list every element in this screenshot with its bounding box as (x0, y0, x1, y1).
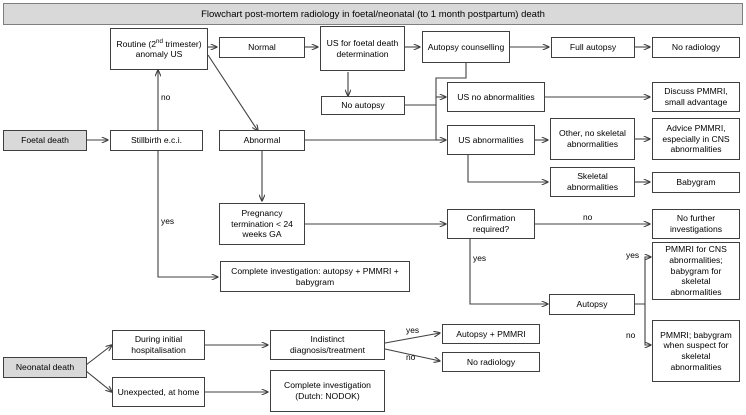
node-no-radiology-bottom[interactable]: No radiology (442, 352, 540, 372)
node-pregnancy-termination[interactable]: Pregnancy termination < 24 weeks GA (219, 203, 305, 245)
node-label: Routine (2nd trimester) anomaly US (116, 37, 202, 60)
node-indistinct-diagnosis[interactable]: Indistinct diagnosis/treatment (270, 330, 385, 360)
node-abnormal[interactable]: Abnormal (219, 130, 305, 151)
node-us-no-abnormalities[interactable]: US no abnormalities (447, 82, 545, 112)
edge-label-yes-autopsy: yes (626, 250, 640, 260)
edge-label-yes-indistinct: yes (406, 325, 420, 335)
node-neonatal-death[interactable]: Neonatal death (3, 357, 87, 378)
node-autopsy[interactable]: Autopsy (549, 294, 635, 315)
node-autopsy-counselling[interactable]: Autopsy counselling (422, 31, 510, 63)
edge-label-no-confirmation: no (583, 212, 593, 222)
node-us-abnormalities[interactable]: US abnormalities (447, 125, 535, 155)
node-stillbirth-eci[interactable]: Stillbirth e.c.i. (110, 130, 203, 151)
node-pmmri-babygram-suspect[interactable]: PMMRI; babygram when suspect for skeleta… (652, 320, 740, 382)
node-foetal-death[interactable]: Foetal death (3, 130, 87, 151)
node-discuss-pmmri[interactable]: Discuss PMMRI, small advantage (652, 82, 740, 112)
node-pmmri-cns[interactable]: PMMRI for CNS abnormalities; babygram fo… (652, 242, 740, 300)
page-title: Flowchart post-mortem radiology in foeta… (3, 3, 743, 25)
node-advice-pmmri[interactable]: Advice PMMRI, especially in CNS abnormal… (652, 118, 740, 160)
edge-label-yes-confirmation: yes (473, 253, 487, 263)
node-routine-anomaly-us[interactable]: Routine (2nd trimester) anomaly US (110, 28, 208, 70)
edge-label-no-stillbirth: no (161, 92, 171, 102)
node-no-radiology-top[interactable]: No radiology (652, 37, 740, 58)
edge-label-no-indistinct: no (406, 352, 416, 362)
node-normal[interactable]: Normal (219, 37, 305, 58)
node-autopsy-pmmri[interactable]: Autopsy + PMMRI (442, 324, 540, 344)
node-us-foetal-death-determination[interactable]: US for foetal death determination (320, 26, 405, 71)
node-confirmation-required[interactable]: Confirmation required? (447, 209, 535, 239)
node-skeletal-abnormalities[interactable]: Skeletal abnormalities (550, 167, 635, 197)
node-during-initial-hospitalisation[interactable]: During initial hospitalisation (112, 330, 205, 360)
node-other-no-skeletal-abnormalities[interactable]: Other, no skeletal abnormalities (550, 118, 635, 160)
node-complete-investigation-nodok[interactable]: Complete investigation (Dutch: NODOK) (270, 370, 385, 412)
node-babygram[interactable]: Babygram (652, 172, 740, 193)
node-full-autopsy[interactable]: Full autopsy (551, 37, 635, 58)
edge-label-no-autopsy-branch: no (626, 330, 636, 340)
node-no-further-investigations[interactable]: No further investigations (652, 209, 740, 239)
node-no-autopsy[interactable]: No autopsy (321, 96, 405, 115)
node-complete-investigation-autopsy[interactable]: Complete investigation: autopsy + PMMRI … (220, 261, 410, 292)
node-unexpected-at-home[interactable]: Unexpected, at home (112, 377, 205, 407)
edge-label-yes-complete-investigation: yes (161, 216, 175, 226)
